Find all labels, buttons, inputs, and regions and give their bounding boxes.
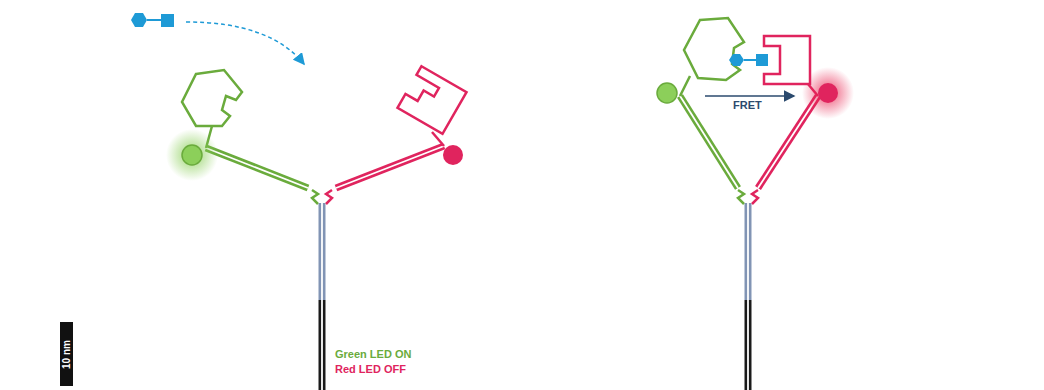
- fret-arrow: [705, 95, 794, 97]
- binding-arrow: [186, 22, 304, 64]
- open-sensor: [166, 66, 467, 390]
- fret-label: FRET: [733, 99, 762, 111]
- status-label: Green LED ON: [335, 348, 411, 360]
- scale-bar: [60, 322, 73, 386]
- ligand: [131, 13, 174, 27]
- scale-label: 10 nm: [61, 340, 72, 369]
- status-label: Red LED OFF: [335, 363, 406, 375]
- closed-sensor: [657, 18, 854, 390]
